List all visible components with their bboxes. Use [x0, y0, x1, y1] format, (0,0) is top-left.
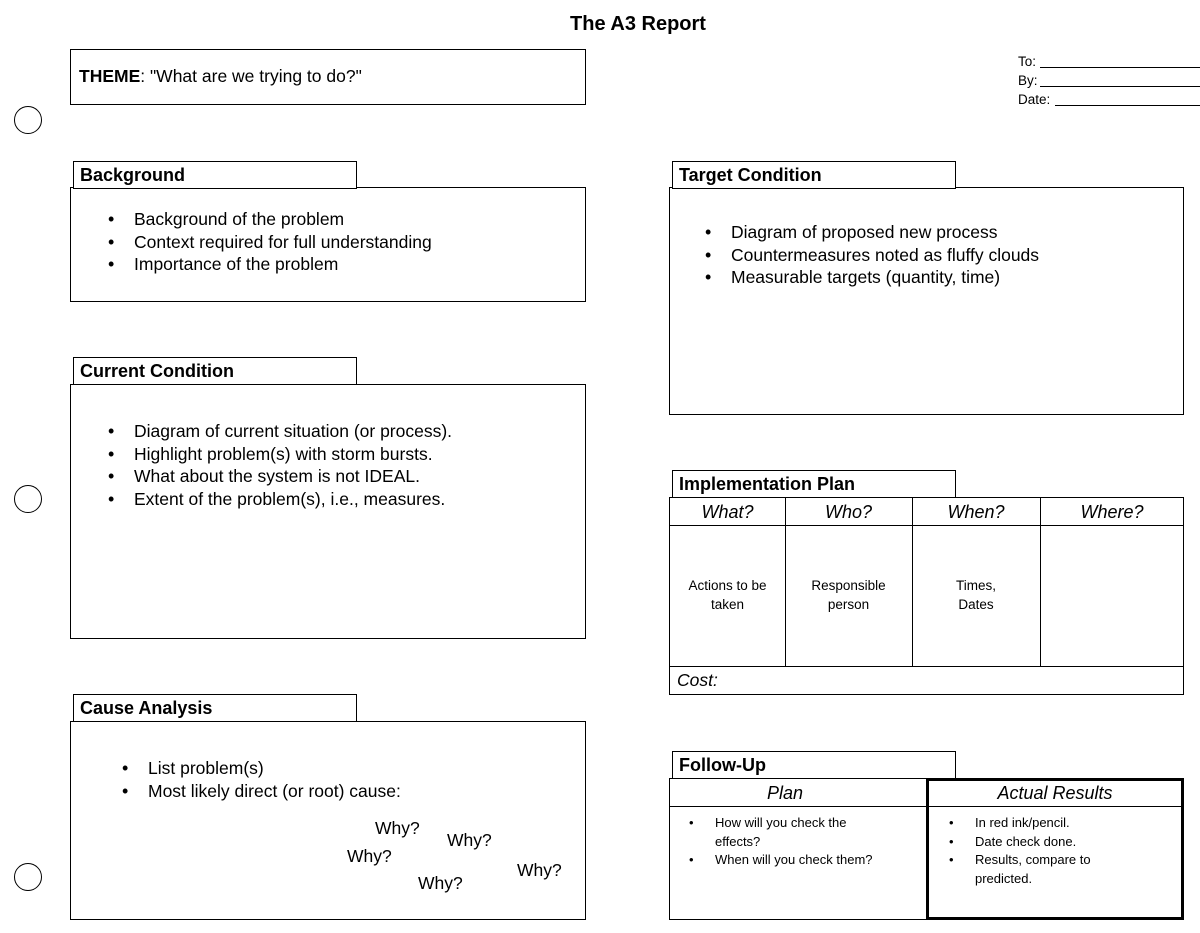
cause-analysis-body[interactable]: List problem(s) Most likely direct (or r… [70, 721, 586, 920]
cost-label: Cost: [677, 670, 718, 690]
target-condition-list: Diagram of proposed new process Counterm… [703, 221, 1039, 289]
to-label: To: [1018, 54, 1037, 69]
to-field[interactable] [1040, 67, 1200, 68]
column-header-where: Where? [1080, 502, 1144, 522]
current-condition-list: Diagram of current situation (or process… [106, 420, 452, 510]
binder-hole-middle [14, 485, 42, 513]
theme-text: : "What are we trying to do?" [140, 66, 362, 86]
target-condition-header: Target Condition [672, 161, 956, 189]
why-label: Why? [418, 873, 463, 893]
column-header-who: Who? [824, 502, 873, 522]
background-header: Background [73, 161, 357, 189]
why-label: Why? [447, 830, 492, 850]
list-item: In red ink/pencil. [949, 814, 1169, 833]
what-cell: Actions to be taken [670, 576, 785, 614]
binder-hole-bottom [14, 863, 42, 891]
cell-line: person [827, 597, 870, 612]
cell-line: Dates [958, 597, 994, 612]
date-label: Date: [1018, 92, 1051, 107]
plan-list: How will you check the effects? When wil… [689, 814, 911, 870]
current-condition-header: Current Condition [73, 357, 357, 385]
column-divider [785, 498, 786, 667]
cause-analysis-header: Cause Analysis [73, 694, 357, 722]
cell-line: Times, [956, 578, 996, 593]
by-field[interactable] [1040, 86, 1200, 87]
list-item: What about the system is not IDEAL. [106, 465, 452, 488]
page-title: The A3 Report [570, 13, 706, 35]
cell-line: Responsible [811, 578, 886, 593]
list-item: Diagram of proposed new process [703, 221, 1039, 244]
list-item: Most likely direct (or root) cause: [120, 780, 401, 803]
why-label: Why? [517, 860, 562, 880]
follow-up-plan-box[interactable]: Plan How will you check the effects? Whe… [669, 778, 929, 920]
column-header-what: What? [701, 502, 754, 522]
list-item: List problem(s) [120, 757, 401, 780]
current-condition-body[interactable]: Diagram of current situation (or process… [70, 384, 586, 639]
routing-block: To: By: Date: [1018, 54, 1200, 110]
why-label: Why? [347, 846, 392, 866]
list-item: Extent of the problem(s), i.e., measures… [106, 488, 452, 511]
background-body[interactable]: Background of the problem Context requir… [70, 187, 586, 302]
results-header-divider [929, 806, 1181, 807]
by-label: By: [1018, 73, 1038, 88]
theme-label: THEME [79, 66, 141, 86]
binder-hole-top [14, 106, 42, 134]
cell-line: taken [710, 597, 745, 612]
cell-line: Actions to be [688, 578, 767, 593]
implementation-plan-table[interactable]: What? Who? When? Where? Actions to be ta… [669, 497, 1184, 695]
cost-row-divider [670, 666, 1183, 667]
list-item: Context required for full understanding [106, 231, 432, 254]
column-divider [912, 498, 913, 667]
table-header-divider [670, 525, 1183, 526]
results-list: In red ink/pencil. Date check done. Resu… [949, 814, 1169, 888]
follow-up-header: Follow-Up [672, 751, 956, 779]
column-divider [1040, 498, 1041, 667]
who-cell: Responsible person [785, 576, 912, 614]
plan-header-divider [670, 806, 928, 807]
cause-analysis-list: List problem(s) Most likely direct (or r… [120, 757, 401, 802]
column-header-when: When? [947, 502, 1005, 522]
implementation-plan-header: Implementation Plan [672, 470, 956, 498]
background-list: Background of the problem Context requir… [106, 208, 432, 276]
list-item: How will you check the effects? [689, 814, 885, 851]
when-cell: Times, Dates [912, 576, 1040, 614]
list-item: Measurable targets (quantity, time) [703, 266, 1039, 289]
list-item: Countermeasures noted as fluffy clouds [703, 244, 1039, 267]
plan-header: Plan [766, 783, 804, 803]
target-condition-body[interactable]: Diagram of proposed new process Counterm… [669, 187, 1184, 415]
list-item: Diagram of current situation (or process… [106, 420, 452, 443]
why-label: Why? [375, 818, 420, 838]
list-item: Background of the problem [106, 208, 432, 231]
theme-box[interactable]: THEME: "What are we trying to do?" [70, 49, 586, 105]
date-field[interactable] [1055, 105, 1200, 106]
list-item: Results, compare to predicted. [949, 851, 1105, 888]
list-item: When will you check them? [689, 851, 911, 870]
follow-up-results-box[interactable]: Actual Results In red ink/pencil. Date c… [926, 778, 1184, 920]
results-header: Actual Results [997, 783, 1113, 803]
list-item: Highlight problem(s) with storm bursts. [106, 443, 452, 466]
list-item: Date check done. [949, 833, 1169, 852]
list-item: Importance of the problem [106, 253, 432, 276]
